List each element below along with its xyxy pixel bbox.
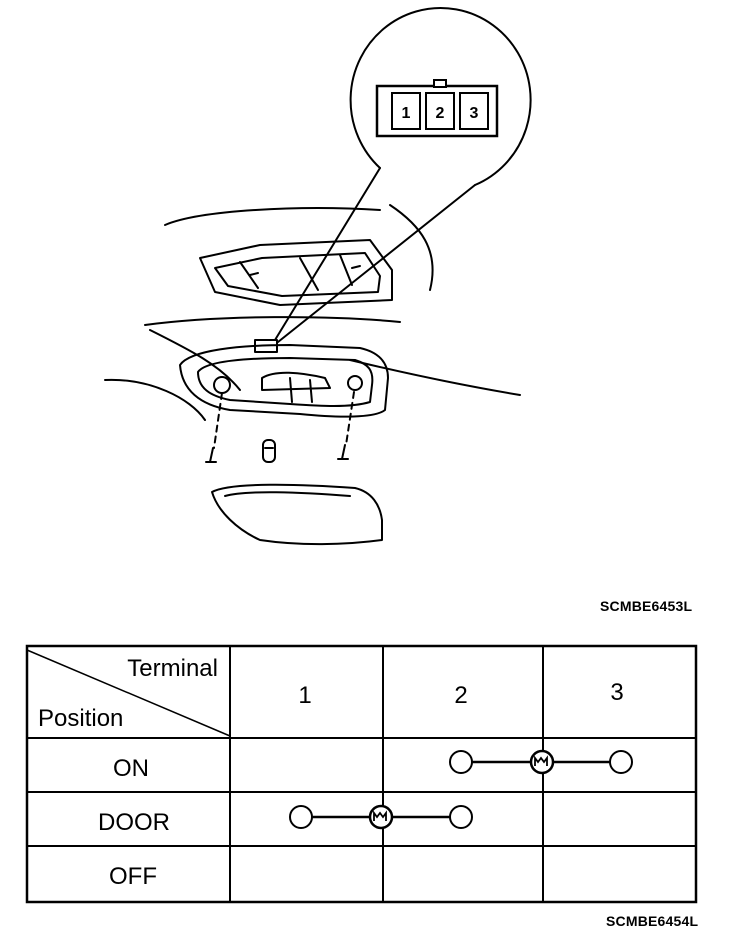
lamp-symbol-door [368, 804, 394, 830]
figure-code-illustration: SCMBE6453L [600, 598, 693, 614]
continuity-on-2-3 [449, 749, 633, 775]
header-diagonal [26, 649, 231, 737]
upper-console [199, 239, 393, 306]
connector-detail: 1 2 3 [375, 79, 499, 138]
continuity-table: Terminal Position 1 2 3 ON DOOR OFF [25, 644, 698, 904]
terminal-label-1: 1 [298, 682, 311, 709]
screw-left [205, 447, 217, 463]
screw-right [337, 444, 349, 460]
lamp-lens [211, 483, 383, 546]
header-terminal: Terminal [127, 655, 218, 682]
room-lamp-housing [179, 339, 389, 418]
lamp-symbol-on [529, 749, 555, 775]
connector-pin-1: 1 [402, 105, 411, 122]
connector-callout [274, 6, 532, 343]
bulb [262, 439, 276, 463]
position-off: OFF [109, 863, 157, 890]
continuity-door-1-2 [289, 804, 473, 830]
position-door: DOOR [98, 809, 170, 836]
connector-pin-3: 3 [470, 105, 479, 122]
terminal-label-3: 3 [610, 679, 623, 706]
connector-pin-2: 2 [436, 105, 445, 122]
room-lamp-illustration: 1 2 3 [104, 6, 532, 546]
position-on: ON [113, 755, 149, 782]
figure-code-table: SCMBE6454L [606, 913, 699, 929]
header-position: Position [38, 705, 123, 732]
terminal-label-2: 2 [454, 682, 467, 709]
